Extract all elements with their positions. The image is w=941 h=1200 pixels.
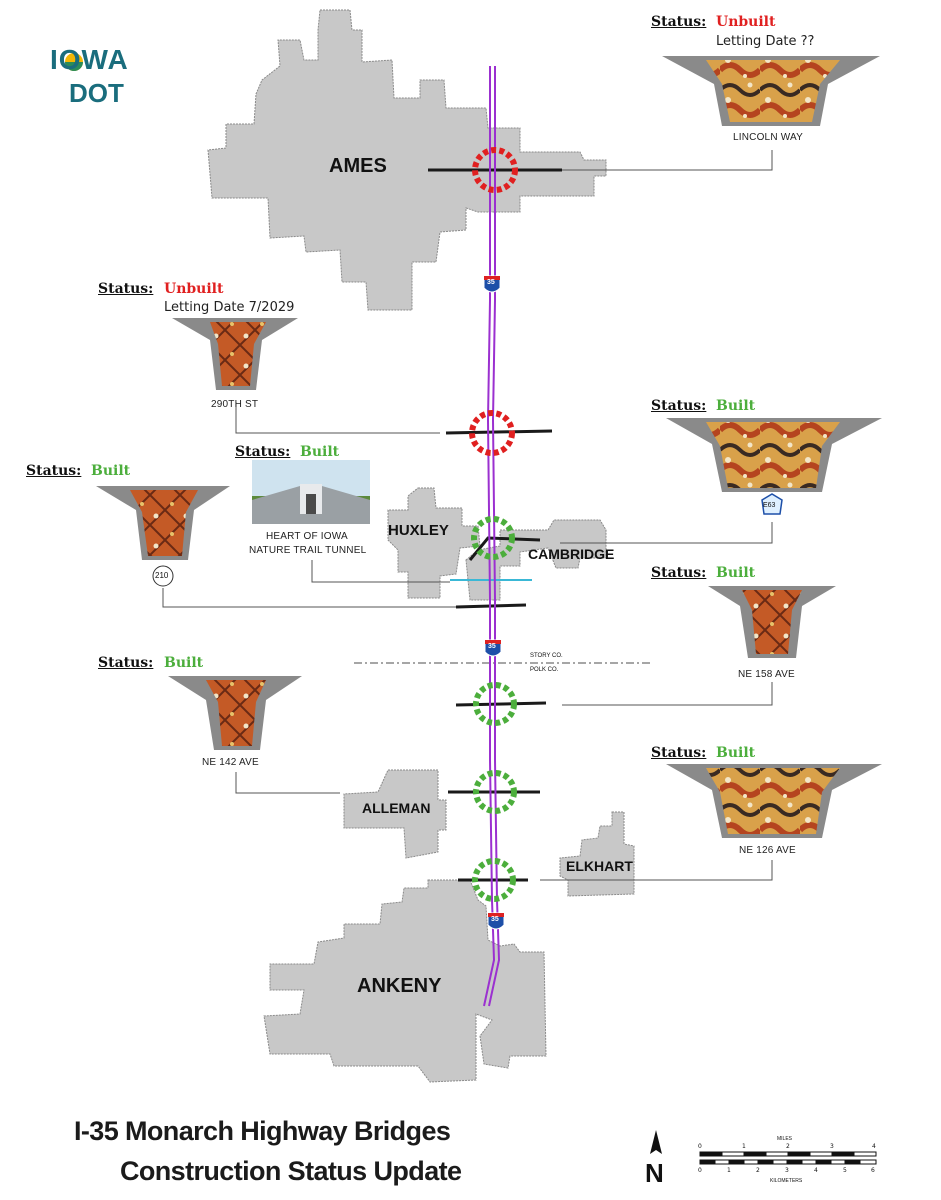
status-value-ne142: Built bbox=[164, 655, 204, 671]
ring-ne-126 bbox=[472, 858, 516, 902]
map-title-line2: Construction Status Update bbox=[120, 1156, 462, 1186]
status-value-ne158: Built bbox=[716, 565, 756, 581]
status-value-ne126: Built bbox=[716, 745, 756, 761]
scale-bar bbox=[699, 1151, 877, 1165]
north-arrow-icon bbox=[650, 1130, 662, 1154]
status-value-e63: Built bbox=[716, 398, 756, 414]
scale-mi-tick-3: 3 bbox=[830, 1143, 834, 1150]
status-value-lincoln: Unbuilt bbox=[716, 14, 776, 30]
scale-km-tick-4: 4 bbox=[814, 1167, 818, 1174]
route-e63-shield-text: E63 bbox=[763, 502, 776, 509]
scale-miles-label: MILES bbox=[777, 1136, 793, 1142]
status-key-e63: Status: bbox=[651, 398, 707, 414]
county-label-polk: POLK CO. bbox=[530, 667, 559, 673]
road-label-ne-142: NE 142 AVE bbox=[202, 757, 259, 768]
city-label-huxley: HUXLEY bbox=[388, 522, 449, 539]
scale-km-tick-0: 0 bbox=[698, 1167, 702, 1174]
status-value-210: Built bbox=[91, 463, 131, 479]
interstate-shield-icons bbox=[483, 275, 505, 930]
i35-shield-label-mid: 35 bbox=[488, 643, 496, 650]
status-value-290th: Unbuilt bbox=[164, 281, 224, 297]
scale-km-tick-5: 5 bbox=[843, 1167, 847, 1174]
status-key-ne142: Status: bbox=[98, 655, 154, 671]
ring-e63 bbox=[471, 516, 515, 560]
city-label-ankeny: ANKENY bbox=[357, 975, 442, 997]
road-label-ne-158: NE 158 AVE bbox=[738, 669, 795, 680]
status-key-tunnel: Status: bbox=[235, 444, 291, 460]
huxley-boundary bbox=[387, 487, 481, 599]
status-value-tunnel: Built bbox=[300, 444, 340, 460]
i35-shield-label-bot: 35 bbox=[491, 916, 499, 923]
scale-km-tick-6: 6 bbox=[871, 1167, 875, 1174]
ring-lincoln-way bbox=[472, 147, 518, 193]
scale-km-tick-1: 1 bbox=[727, 1167, 731, 1174]
road-label-tunnel-line2: NATURE TRAIL TUNNEL bbox=[249, 545, 367, 556]
elkhart-boundary bbox=[559, 811, 635, 897]
ring-ne-142 bbox=[473, 770, 517, 814]
scale-mi-tick-2: 2 bbox=[786, 1143, 790, 1150]
city-label-elkhart: ELKHART bbox=[566, 858, 633, 874]
route-210-shield-icon bbox=[152, 565, 174, 587]
ring-290th-st bbox=[469, 410, 515, 456]
route-210-shield-text: 210 bbox=[155, 571, 169, 580]
status-key-lincoln: Status: bbox=[651, 14, 707, 30]
ames-boundary bbox=[207, 9, 607, 311]
road-label-290th-st: 290TH ST bbox=[211, 399, 259, 410]
status-key-210: Status: bbox=[26, 463, 82, 479]
alleman-boundary bbox=[343, 769, 447, 859]
i35-shield-label-top: 35 bbox=[487, 279, 495, 286]
scale-km-label: KILOMETERS bbox=[770, 1178, 803, 1184]
letting-date-lincoln: Letting Date ?? bbox=[716, 34, 815, 49]
city-label-alleman: ALLEMAN bbox=[362, 800, 431, 816]
city-label-cambridge: CAMBRIDGE bbox=[528, 546, 615, 562]
status-key-ne158: Status: bbox=[651, 565, 707, 581]
scale-mi-tick-4: 4 bbox=[872, 1143, 876, 1150]
logo-dot: DOT bbox=[69, 78, 124, 108]
ring-ne-158 bbox=[473, 682, 517, 726]
north-arrow-label: N bbox=[645, 1158, 664, 1188]
county-label-story: STORY CO. bbox=[530, 653, 563, 659]
letting-date-290th: Letting Date 7/2029 bbox=[164, 300, 295, 315]
bridge-renderings bbox=[96, 56, 882, 838]
road-label-lincoln-way: LINCOLN WAY bbox=[733, 132, 803, 143]
ankeny-boundary bbox=[263, 879, 547, 1083]
logo-iowa: IOWA bbox=[50, 44, 129, 75]
road-label-ne-126: NE 126 AVE bbox=[739, 845, 796, 856]
status-key-ne126: Status: bbox=[651, 745, 707, 761]
map-title-line1: I-35 Monarch Highway Bridges bbox=[74, 1116, 451, 1146]
scale-mi-tick-0: 0 bbox=[698, 1143, 702, 1150]
city-label-ames: AMES bbox=[329, 155, 387, 177]
scale-km-tick-2: 2 bbox=[756, 1167, 760, 1174]
road-label-tunnel-line1: HEART OF IOWA bbox=[266, 531, 348, 542]
route-e63-shield-icon bbox=[761, 493, 783, 515]
scale-km-tick-3: 3 bbox=[785, 1167, 789, 1174]
status-key-290th: Status: bbox=[98, 281, 154, 297]
scale-mi-tick-1: 1 bbox=[742, 1143, 746, 1150]
